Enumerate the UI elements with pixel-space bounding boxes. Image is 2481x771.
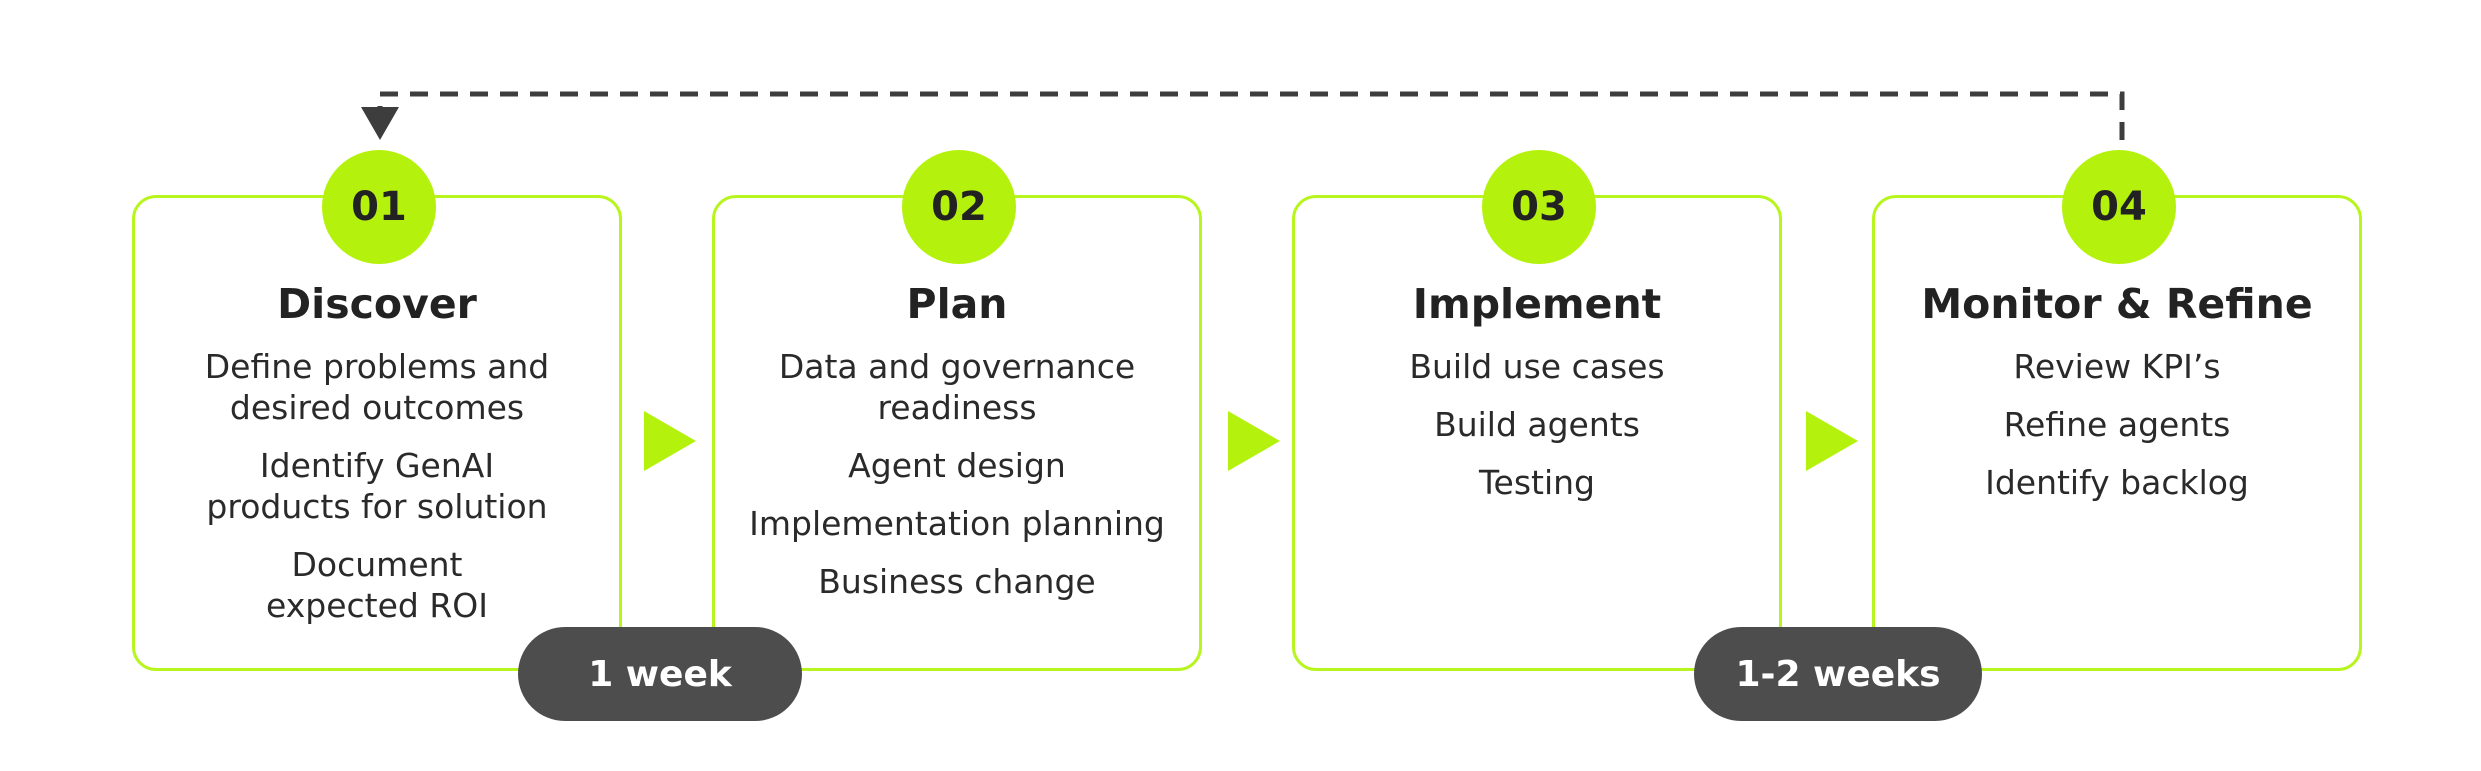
step-item: Data and governance readiness (778, 347, 1136, 427)
duration-pill: 1 week (518, 627, 802, 721)
step-item: Refine agents (2003, 405, 2231, 444)
flow-arrow-icon (1228, 411, 1280, 471)
dashed-loop-line (377, 91, 2125, 140)
step-items: Build use cases Build agents Testing (1295, 346, 1779, 520)
step-card-discover: Discover Define problems and desired out… (132, 195, 622, 671)
step-item: Agent design (848, 446, 1066, 485)
flow-arrow-icon (644, 411, 696, 471)
step-title: Discover (277, 280, 477, 328)
flow-arrow-icon (1806, 411, 1858, 471)
step-item: Identify GenAI products for solution (206, 446, 548, 526)
step-item: Build agents (1434, 405, 1640, 444)
step-items: Review KPI’s Refine agents Identify back… (1875, 346, 2359, 520)
step-card-monitor-refine: Monitor & Refine Review KPI’s Refine age… (1872, 195, 2362, 671)
step-item: Testing (1478, 463, 1595, 502)
step-item: Identify backlog (1985, 463, 2249, 502)
step-number-badge: 03 (1482, 150, 1596, 264)
step-number-badge: 01 (322, 150, 436, 264)
step-item: Build use cases (1409, 347, 1665, 386)
step-items: Define problems and desired outcomes Ide… (135, 346, 619, 643)
step-title: Plan (906, 280, 1008, 328)
duration-pill: 1-2 weeks (1694, 627, 1982, 721)
step-item: Document expected ROI (266, 545, 488, 625)
step-item: Business change (818, 562, 1096, 601)
step-title: Implement (1412, 280, 1662, 328)
step-number-badge: 02 (902, 150, 1016, 264)
step-items: Data and governance readiness Agent desi… (715, 346, 1199, 619)
step-title: Monitor & Refine (1921, 280, 2313, 328)
step-item: Define problems and desired outcomes (204, 347, 550, 427)
step-item: Review KPI’s (2013, 347, 2221, 386)
step-number-badge: 04 (2062, 150, 2176, 264)
step-card-implement: Implement Build use cases Build agents T… (1292, 195, 1782, 671)
step-item: Implementation planning (749, 504, 1165, 543)
step-card-plan: Plan Data and governance readiness Agent… (712, 195, 1202, 671)
loop-arrowhead-icon (361, 107, 399, 140)
